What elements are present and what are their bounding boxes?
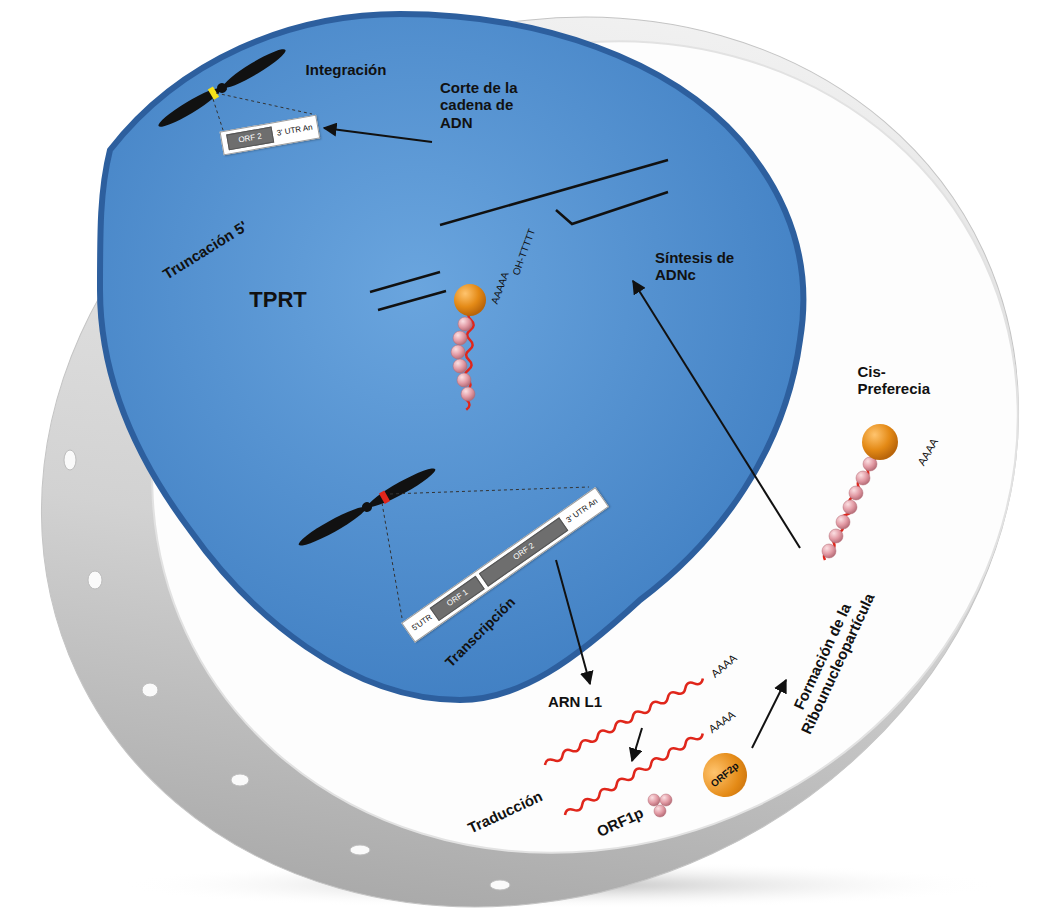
node-text: 3' UTR An xyxy=(276,124,313,138)
orf1p-bead xyxy=(648,794,660,806)
node-text: ORF 1 xyxy=(445,587,469,608)
cell-face xyxy=(18,0,1048,913)
orf1p-bead xyxy=(461,387,475,401)
zoom-line xyxy=(216,93,312,114)
dna-strand xyxy=(440,160,668,225)
orf1p-bead xyxy=(822,544,836,558)
nuclear-pore xyxy=(64,450,76,470)
orf1p-bead xyxy=(856,471,870,485)
zoom-line xyxy=(390,487,589,494)
orf1p-bead xyxy=(453,359,467,373)
orf1p-bead xyxy=(453,331,467,345)
step-label: Corte de la cadena de ADN xyxy=(440,79,540,131)
node-text: ORF2p xyxy=(709,761,741,790)
orf1p-bead xyxy=(829,529,843,543)
chromosome-arm xyxy=(221,45,289,92)
nucleus xyxy=(100,14,803,700)
node-text: ORF 2 xyxy=(238,132,263,145)
nuclear-pore xyxy=(142,683,158,697)
dna-strand xyxy=(370,272,440,292)
chromosome xyxy=(296,464,438,550)
dna-strand xyxy=(378,291,446,310)
orf1p-bead xyxy=(451,345,465,359)
orf-segment: ORF 2 xyxy=(226,127,274,151)
step-label: Integración xyxy=(306,61,387,78)
orf1p-bead xyxy=(660,794,672,806)
process-arrow xyxy=(324,128,432,142)
l1-band xyxy=(379,491,390,504)
dna-strand xyxy=(556,192,668,224)
chromosome-arm xyxy=(155,84,223,131)
centromere xyxy=(360,500,374,514)
nuclear-pore xyxy=(490,880,510,890)
orf1p-bead xyxy=(654,805,666,817)
node-text: 5'UTR xyxy=(411,613,434,632)
nuclear-pore xyxy=(88,571,102,589)
process-arrow xyxy=(633,281,800,548)
node-text: ORF 2 xyxy=(511,541,535,562)
zoom-line xyxy=(382,503,402,618)
step-label: Cis-Preferecia xyxy=(858,363,953,398)
orf1p-bead xyxy=(836,515,850,529)
chromosome-arm xyxy=(366,464,438,511)
orf1p-bead xyxy=(457,373,471,387)
orf1p-bead xyxy=(843,500,857,514)
process-arrow xyxy=(632,728,642,761)
process-arrow xyxy=(752,680,786,748)
process-arrow xyxy=(556,560,590,684)
rna-label: ARN L1 xyxy=(548,693,602,710)
chromosome xyxy=(155,45,288,132)
step-label: Síntesis de ADNc xyxy=(655,249,755,284)
step-label: TPRT xyxy=(249,287,306,312)
nuclear-pore xyxy=(231,774,249,786)
zoom-line xyxy=(213,99,223,130)
orf2p-protein xyxy=(454,284,486,316)
nuclear-pore xyxy=(350,845,370,855)
chromosome-arm xyxy=(296,503,368,550)
orf2p-protein xyxy=(862,424,898,460)
orf1p-bead xyxy=(849,486,863,500)
orf1p-bead xyxy=(458,317,472,331)
rna-strand xyxy=(544,676,705,768)
